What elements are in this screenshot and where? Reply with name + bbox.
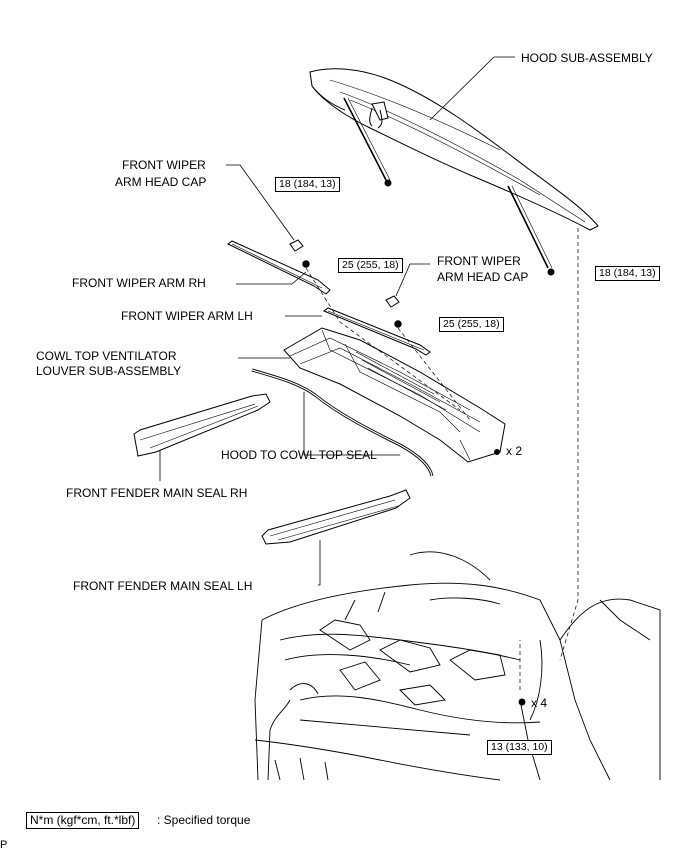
clip-icon [494,449,500,455]
front-wiper-arm-head-cap-lh-label-line2: ARM HEAD CAP [437,270,529,284]
hood-to-cowl-top-seal-label: HOOD TO COWL TOP SEAL [221,448,377,462]
wiper-arm-rh-drawing [227,240,331,295]
front-wiper-arm-lh-label: FRONT WIPER ARM LH [121,309,253,323]
front-fender-main-seal-lh-label: FRONT FENDER MAIN SEAL LH [73,579,253,593]
cowl-top-ventilator-label-line2: LOUVER SUB-ASSEMBLY [36,364,182,378]
torque-wiper-nut-rh: 25 (255, 18) [338,258,403,273]
hood-panel-drawing [309,68,599,276]
torque-hood-stay-left: 18 (184, 13) [275,177,340,192]
fender-seal-lh-drawing [261,489,411,545]
front-wiper-arm-head-cap-rh-label-line2: ARM HEAD CAP [115,175,207,189]
head-cap-icon [289,239,304,252]
cowl-clip-quantity: x 2 [506,444,523,458]
torque-hinge-bolt: 13 (133, 10) [487,740,552,755]
legend-description: : Specified torque [157,813,251,827]
bolt-icon [518,698,526,706]
vehicle-engine-bay-drawing [254,551,661,781]
front-wiper-arm-head-cap-lh-label-line1: FRONT WIPER [437,254,521,268]
fender-seal-rh-drawing [133,393,271,457]
wiper-arm-lh-drawing [322,307,431,356]
head-cap-icon [385,295,400,308]
front-fender-main-seal-rh-label: FRONT FENDER MAIN SEAL RH [66,486,248,500]
torque-hood-stay-right: 18 (184, 13) [595,266,660,281]
nut-icon [302,260,310,268]
front-wiper-arm-rh-label: FRONT WIPER ARM RH [72,276,206,290]
torque-wiper-nut-lh: 25 (255, 18) [439,317,504,332]
hinge-bolt-quantity: x 4 [531,696,548,710]
cowl-top-ventilator-label-line1: COWL TOP VENTILATOR [36,349,177,363]
front-wiper-arm-head-cap-rh-label-line1: FRONT WIPER [122,158,206,172]
corner-mark: P [0,839,8,851]
nut-icon [394,320,402,328]
legend-torque-unit-box: N*m (kgf*cm, ft.*lbf) [26,812,140,829]
hood-sub-assembly-label: HOOD SUB-ASSEMBLY [521,51,653,65]
cowl-louver-drawing [283,327,506,463]
